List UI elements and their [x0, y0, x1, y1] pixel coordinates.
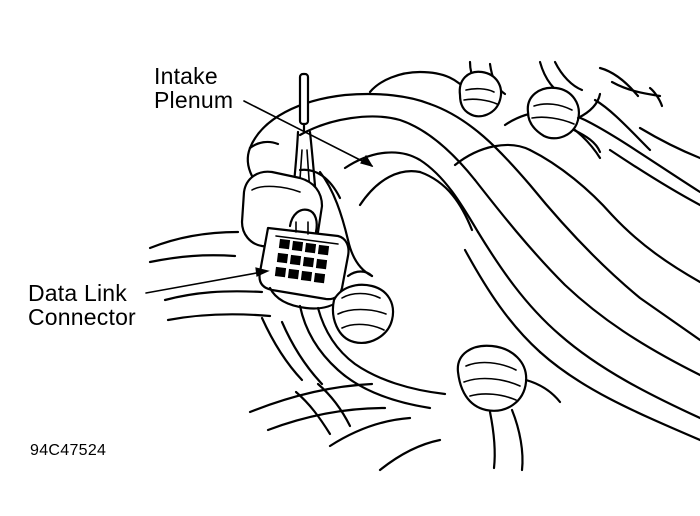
leader-lines: [145, 100, 374, 294]
intake-plenum-callout: Intake Plenum: [154, 64, 233, 112]
lower-boot: [456, 344, 562, 472]
figure-id: 94C47524: [30, 442, 107, 459]
wiring-harness: [248, 304, 447, 472]
throttle-body-boots: [458, 70, 602, 154]
data-link-connector-callout: Data Link Connector: [28, 281, 136, 329]
data-link-connector-line2: Connector: [28, 304, 136, 330]
data-link-connector: [240, 170, 350, 310]
data-link-connector-line1: Data Link: [28, 280, 127, 306]
intake-plenum: [248, 92, 700, 442]
intake-plenum-line1: Intake: [154, 63, 218, 89]
harness-clamp: [331, 270, 395, 344]
intake-plenum-line2: Plenum: [154, 87, 234, 113]
engine-body: [148, 140, 374, 322]
